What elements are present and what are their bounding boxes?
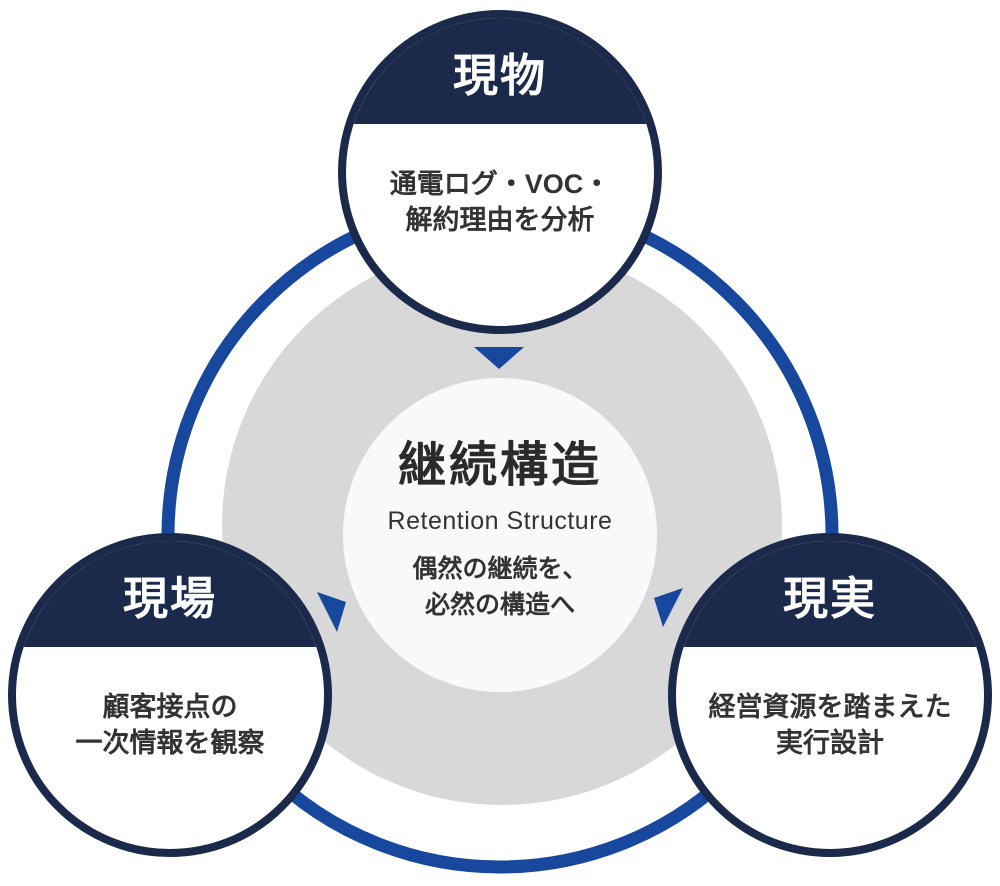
node-genba: 現場 顧客接点の 一次情報を観察	[8, 533, 332, 857]
center-subtitle: Retention Structure	[387, 507, 613, 536]
node-genba-body-line2: 一次情報を観察	[75, 728, 265, 758]
node-genjitsu-body-line2: 実行設計	[776, 728, 884, 758]
node-genbutsu-body: 通電ログ・VOC・ 解約理由を分析	[346, 124, 654, 326]
center-tagline-line1: 偶然の継続を、	[412, 555, 588, 584]
center-tagline: 偶然の継続を、 必然の構造へ	[412, 551, 587, 624]
arrow-toward-center-right-icon	[654, 588, 683, 627]
node-genba-body-line1: 顧客接点の	[102, 691, 238, 722]
node-genjitsu-body: 経営資源を踏まえた 実行設計	[676, 647, 984, 849]
center-node: 継続構造 Retention Structure 偶然の継続を、 必然の構造へ	[343, 378, 657, 692]
arrow-down-icon	[474, 347, 524, 369]
node-genjitsu-body-line1: 経営資源を踏まえた	[708, 691, 952, 722]
node-genbutsu-body-line1: 通電ログ・VOC・	[389, 168, 611, 199]
center-tagline-line2: 必然の構造へ	[424, 591, 575, 620]
arrow-toward-center-left-icon	[317, 592, 346, 632]
center-title: 継続構造	[397, 439, 602, 493]
node-genbutsu-body-line2: 解約理由を分析	[405, 205, 595, 235]
node-genba-body: 顧客接点の 一次情報を観察	[16, 647, 324, 849]
node-genjitsu: 現実 経営資源を踏まえた 実行設計	[668, 533, 992, 857]
node-genbutsu: 現物 通電ログ・VOC・ 解約理由を分析	[338, 10, 662, 334]
